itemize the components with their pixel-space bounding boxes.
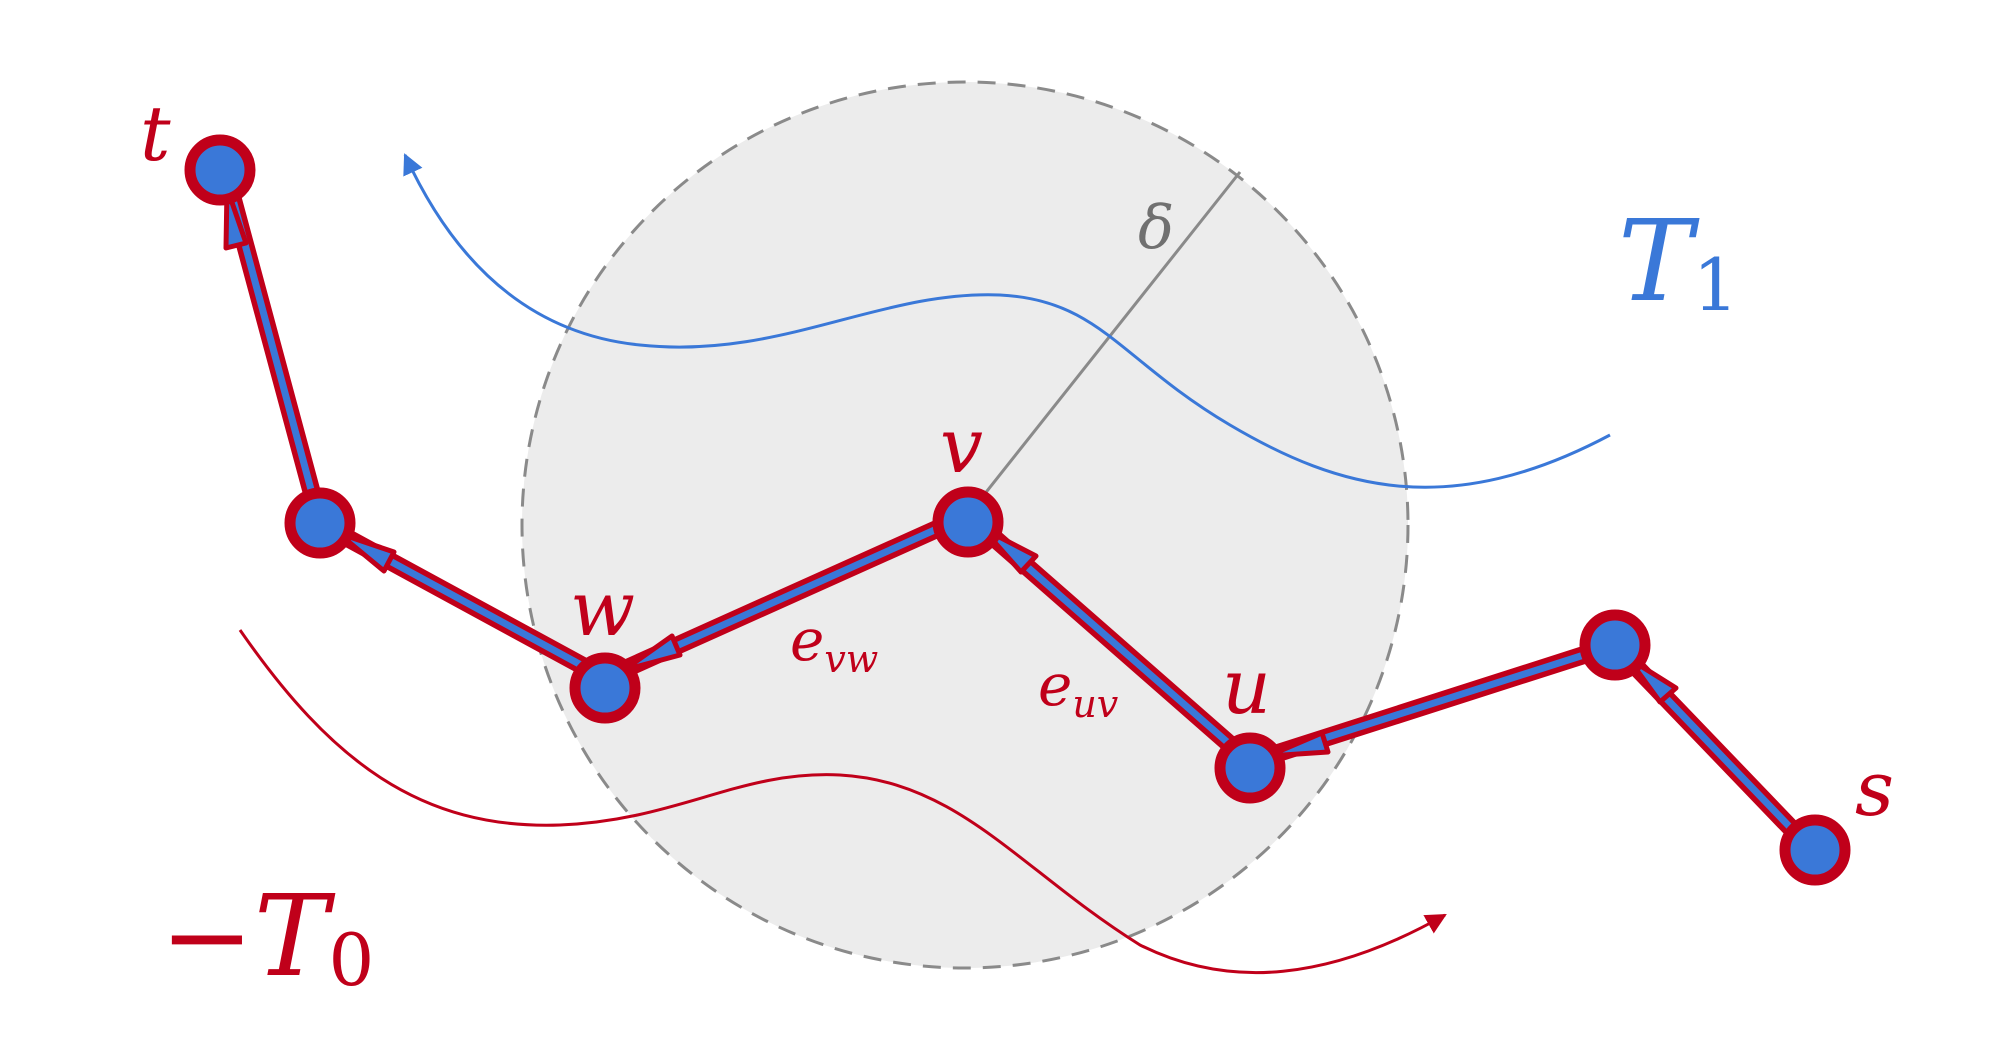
- label-e-vw: evw: [790, 606, 878, 681]
- label-t0-sign: −: [160, 872, 254, 1002]
- path-nodes: [184, 134, 1851, 886]
- delta-radius-line: [966, 171, 1242, 516]
- label-t0-sub: 0: [329, 918, 375, 1002]
- label-t0: −T0: [160, 872, 374, 1002]
- curve-t0: [238, 629, 1447, 975]
- label-e-uv: euv: [1038, 651, 1119, 726]
- node-t: [184, 134, 256, 206]
- node-s: [1779, 814, 1851, 886]
- arrowhead-p1-u: [1265, 730, 1331, 759]
- label-t1-sub: 1: [1693, 243, 1739, 327]
- label-u: u: [1222, 642, 1271, 731]
- arrowhead-w-p2: [335, 530, 397, 574]
- arrowhead-v-w: [621, 633, 683, 673]
- label-t0-base: T: [254, 872, 336, 1002]
- node-p2: [284, 487, 356, 559]
- node-p1: [1579, 609, 1651, 681]
- node-v: [932, 486, 1004, 558]
- label-s: s: [1855, 744, 1894, 833]
- curve-t1: [403, 153, 1611, 489]
- label-e-uv-base: e: [1038, 651, 1072, 719]
- node-u: [1214, 732, 1286, 804]
- label-v: v: [940, 401, 983, 490]
- label-t1: T1: [1618, 197, 1739, 327]
- label-e-uv-sub: uv: [1072, 682, 1118, 726]
- label-t: t: [140, 89, 171, 178]
- label-t1-base: T: [1618, 197, 1700, 327]
- label-w: w: [570, 564, 635, 653]
- label-delta: δ: [1138, 193, 1174, 263]
- label-e-vw-sub: vw: [824, 637, 878, 681]
- node-w: [569, 652, 641, 724]
- label-e-vw-base: e: [790, 606, 824, 674]
